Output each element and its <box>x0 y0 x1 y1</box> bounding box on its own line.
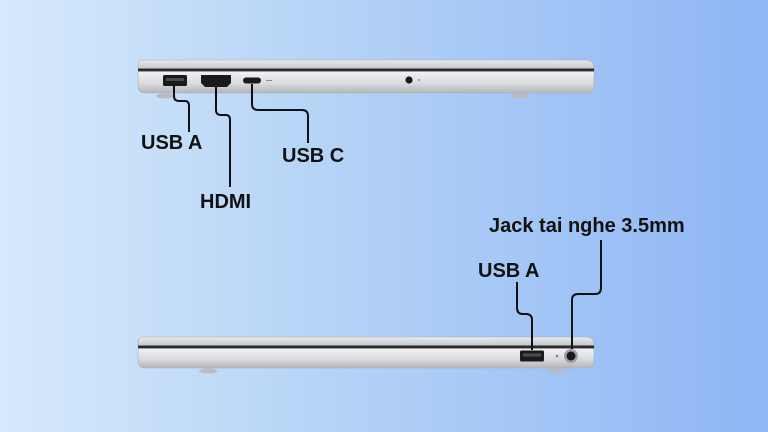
usb-c-port <box>243 77 261 84</box>
jack-leader-line <box>571 240 602 349</box>
laptop-foot <box>156 93 174 99</box>
laptop-right-side <box>137 336 595 374</box>
laptop-base <box>137 348 595 369</box>
hdmi-leader-line <box>215 87 231 187</box>
hdmi-port <box>201 75 231 87</box>
laptop-foot <box>547 368 565 374</box>
jack-label: Jack tai nghe 3.5mm <box>489 215 685 237</box>
usb-a-right-leader-line <box>516 282 533 350</box>
laptop-hinge-gap <box>138 68 594 72</box>
usb-a-leader-line <box>173 86 190 132</box>
laptop-lid <box>137 336 595 347</box>
usb-c-leader-line <box>251 84 309 143</box>
usb-c-label: USB C <box>282 145 345 167</box>
audio-jack-port <box>405 76 413 84</box>
laptop-foot <box>511 93 529 99</box>
hdmi-label: HDMI <box>200 191 252 213</box>
usb-a-label: USB A <box>141 132 203 154</box>
laptop-foot <box>199 368 217 374</box>
laptop-left-side <box>137 59 595 99</box>
laptop-lid <box>137 59 595 70</box>
laptop-hinge-gap <box>138 345 594 349</box>
usb-a-right-label: USB A <box>478 260 540 282</box>
